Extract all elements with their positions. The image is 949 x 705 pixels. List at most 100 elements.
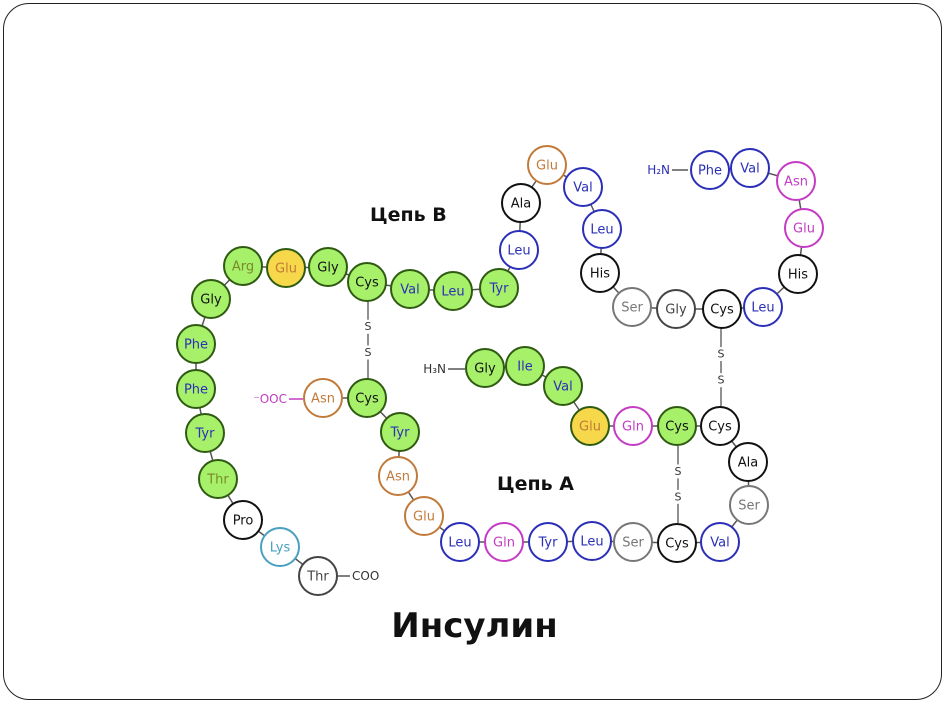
- chain-a-residue-ala: Ala: [728, 442, 768, 482]
- chain-b-residue-pro: Pro: [223, 500, 263, 540]
- chain-a-residue-label: Cys: [665, 537, 689, 552]
- chain-a-residue-label: Cys: [355, 392, 379, 407]
- chain-a-residue-label: Ser: [738, 499, 760, 514]
- chain-b-residue-asn: Asn: [776, 161, 816, 201]
- chain-b-residue-label: Gly: [665, 303, 687, 318]
- chain-b-residue-ser: Ser: [612, 287, 652, 327]
- chain-a-residue-glu: Glu: [570, 406, 610, 446]
- chain-b-residue-val: Val: [563, 167, 603, 207]
- chain-a-residue-ser: Ser: [729, 485, 769, 525]
- chain-b-residue-thr: Thr: [298, 556, 338, 596]
- chain-b-residue-circle: [690, 150, 730, 190]
- chain-b-residue-phe: Phe: [690, 150, 730, 190]
- sulfur-label: S: [365, 346, 372, 359]
- chain-b-residue-tyr: Tyr: [479, 268, 519, 308]
- chain-b-residue-circle: [582, 209, 622, 249]
- chain-b-residue-circle: [266, 248, 306, 288]
- chain-a-residue-circle: [380, 412, 420, 452]
- chain-b-residue-label: Ser: [621, 301, 643, 316]
- chain-b-residue-label: Leu: [507, 244, 530, 259]
- chain-b-residue-label: Val: [400, 283, 419, 298]
- b-n-terminus-label: H₂N: [647, 163, 670, 177]
- chain-b-residue-leu: Leu: [582, 209, 622, 249]
- chain-a-residue-cys: Cys: [700, 406, 740, 446]
- chain-b-residue-circle: [176, 369, 216, 409]
- chain-b-residue-leu: Leu: [433, 271, 473, 311]
- chain-b-residue-phe: Phe: [176, 369, 216, 409]
- chain-b-residue-label: Cys: [710, 303, 734, 318]
- chain-b-residue-circle: [656, 289, 696, 329]
- chain-b-residue-circle: [612, 287, 652, 327]
- chain-b-residue-circle: [176, 324, 216, 364]
- chain-a-residue-circle: [404, 496, 444, 536]
- chain-b-residue-val: Val: [390, 269, 430, 309]
- chain-b-residue-label: Gly: [200, 293, 222, 308]
- chain-b-residue-circle: [563, 167, 603, 207]
- chain-b-residue-circle: [702, 289, 742, 329]
- chain-a-residue-circle: [484, 522, 524, 562]
- sulfur-label: S: [365, 320, 372, 333]
- chain-b-residue-label: Arg: [232, 260, 254, 275]
- chain-a-residue-circle: [613, 406, 653, 446]
- chain-b-residue-label: Phe: [184, 383, 208, 398]
- chain-b-residue-circle: [743, 287, 783, 327]
- chain-a-residue-circle: [728, 442, 768, 482]
- chain-a-residue-label: Asn: [311, 392, 335, 407]
- chain-a-residue-gly: Gly: [465, 348, 505, 388]
- chain-b-residue-circle: [776, 161, 816, 201]
- chain-b-residue-circle: [730, 148, 770, 188]
- chain-b-residue-thr: Thr: [198, 459, 238, 499]
- chain-a-residue-label: Val: [553, 380, 572, 395]
- chain-b-residue-his: His: [580, 253, 620, 293]
- sulfur-label: S: [675, 465, 682, 478]
- chain-a-residue-tyr: Tyr: [380, 412, 420, 452]
- chain-a-residue-circle: [505, 346, 545, 386]
- chain-b-residue-circle: [501, 183, 541, 223]
- chain-b-residue-circle: [347, 262, 387, 302]
- chain-b-residue-lys: Lys: [260, 527, 300, 567]
- chain-b-residue-gly: Gly: [191, 279, 231, 319]
- chain-a-residue-circle: [572, 521, 612, 561]
- chain-b-residue-circle: [223, 246, 263, 286]
- chain-a-residue-label: Tyr: [538, 536, 559, 551]
- chain-b-residue-label: Tyr: [195, 427, 216, 442]
- chain-a-residue-label: Gln: [622, 420, 644, 435]
- chain-a-residue-circle: [303, 378, 343, 418]
- chain-a-residue-label: Ser: [622, 536, 644, 551]
- chain-a-residue-label: Cys: [708, 420, 732, 435]
- chain-b-residue-circle: [778, 254, 818, 294]
- chain-b-residue-label: Gly: [317, 261, 339, 276]
- chain-b-residue-label: Tyr: [489, 282, 510, 297]
- chain-a-residue-leu: Leu: [572, 521, 612, 561]
- chain-b-residue-label: Pro: [233, 514, 254, 529]
- chain-a-residue-circle: [700, 406, 740, 446]
- a-n-terminus-label: H₃N: [423, 362, 446, 376]
- slide-frame: [3, 3, 942, 700]
- chain-a-residue-circle: [543, 366, 583, 406]
- disulfide-bridge: SS: [718, 328, 725, 407]
- chain-b-residue-his: His: [778, 254, 818, 294]
- chain-a-residue-label: Tyr: [390, 426, 411, 441]
- chain-b-residue-gly: Gly: [656, 289, 696, 329]
- chain-a-residue-label: Ile: [517, 360, 532, 375]
- chain-a-residue-label: Leu: [448, 536, 471, 551]
- a-c-terminus-label: ⁻OOC: [253, 392, 287, 406]
- chain-b-residue-phe: Phe: [176, 324, 216, 364]
- chain-b-residue-leu: Leu: [499, 230, 539, 270]
- chain-b-residue-label: Glu: [275, 262, 297, 277]
- chain-a-residue-leu: Leu: [440, 522, 480, 562]
- chain-a-residue-circle: [528, 522, 568, 562]
- chain-a-residue-circle: [347, 378, 387, 418]
- chain-a-residue-label: Leu: [580, 535, 603, 550]
- chain-b-residue-circle: [308, 247, 348, 287]
- chain-b-residue-circle: [260, 527, 300, 567]
- chain-b-residue-circle: [185, 413, 225, 453]
- chain-b-residue-label: Asn: [784, 175, 808, 190]
- chain-b-residue-label: Thr: [306, 570, 329, 585]
- chain-b-residue-circle: [479, 268, 519, 308]
- chain-b-residue-label: Leu: [441, 285, 464, 300]
- disulfide-bridge: SS: [365, 301, 372, 379]
